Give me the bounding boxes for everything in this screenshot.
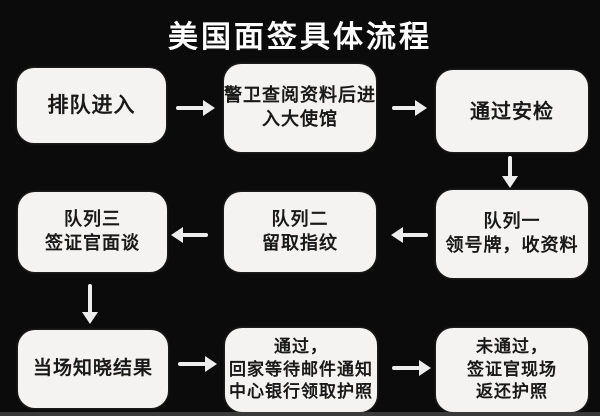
step-label: 未通过，: [476, 337, 548, 358]
step-security-check: 通过安检: [436, 70, 588, 152]
step-label: 队列二: [271, 209, 329, 231]
step-label: 签证官现场: [467, 359, 557, 380]
step-label: 排队进入: [47, 92, 136, 117]
arrow-left-icon: [391, 227, 428, 243]
step-label: 中心银行领取护照: [229, 382, 373, 403]
step-result-on-spot: 当场知晓结果: [18, 330, 168, 408]
step-label: 返还护照: [476, 382, 548, 403]
step-label: 队列三: [64, 209, 121, 231]
step-label: 领号牌，收资料: [445, 235, 579, 256]
step-label: 通过，: [274, 337, 328, 358]
step-queue-2: 队列二 留取指纹: [224, 192, 376, 272]
step-label: 当场知晓结果: [32, 357, 153, 380]
step-passed: 通过， 回家等待邮件通知 中心银行领取护照: [225, 328, 377, 412]
page-title: 美国面签具体流程: [168, 20, 432, 55]
bottom-edge-strip: [0, 412, 600, 416]
arrow-down-icon: [82, 284, 98, 324]
arrow-right-icon: [178, 356, 217, 372]
step-label: 签证官面谈: [45, 233, 140, 254]
step-not-passed: 未通过， 签证官现场 返还护照: [436, 328, 588, 412]
step-label: 回家等待邮件通知: [229, 359, 373, 380]
arrow-right-icon: [392, 360, 431, 376]
step-queue-3: 队列三 签证官面谈: [18, 192, 167, 272]
step-label: 警卫查阅资料后进: [224, 85, 376, 107]
step-queue-1: 队列一 领号牌，收资料: [436, 190, 588, 278]
step-label: 入大使馆: [262, 109, 338, 130]
arrow-left-icon: [171, 227, 208, 243]
arrow-right-icon: [176, 100, 215, 116]
arrow-down-icon: [502, 156, 518, 188]
arrow-right-icon: [392, 100, 427, 116]
step-label: 留取指纹: [262, 233, 338, 254]
step-queue-enter: 排队进入: [17, 68, 166, 143]
step-label: 队列一: [483, 211, 541, 233]
step-guard-check: 警卫查阅资料后进 入大使馆: [224, 64, 376, 152]
step-label: 通过安检: [470, 98, 554, 123]
